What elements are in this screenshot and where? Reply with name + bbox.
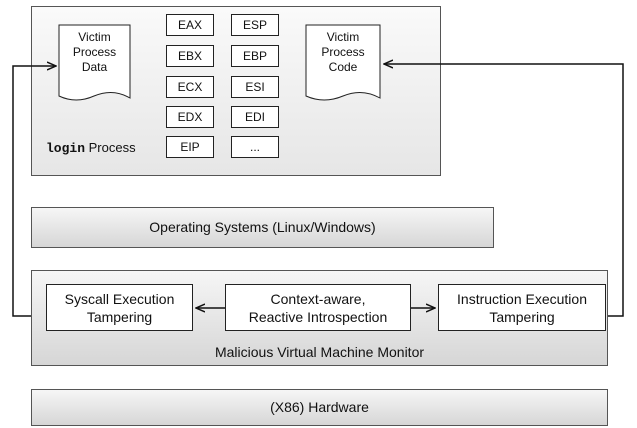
register-edx: EDX (166, 106, 214, 128)
register-esp: ESP (231, 14, 279, 36)
os-layer-box: Operating Systems (Linux/Windows) (31, 207, 494, 248)
hardware-layer-label: (X86) Hardware (270, 399, 369, 415)
instruction-execution-tampering-box: Instruction Execution Tampering (438, 284, 606, 331)
process-word: Process (88, 140, 136, 155)
login-process-label: login Process (46, 140, 136, 156)
register-eip: EIP (166, 136, 214, 158)
register-ecx: ECX (166, 76, 214, 98)
register-ebx: EBX (166, 45, 214, 67)
vmm-layer-label: Malicious Virtual Machine Monitor (214, 344, 425, 360)
os-layer-label: Operating Systems (Linux/Windows) (149, 219, 376, 235)
victim-process-data-label: Victim Process Data (72, 30, 117, 74)
login-keyword: login (46, 141, 86, 156)
victim-process-code-label: Victim Process Code (321, 30, 365, 74)
register-edi: EDI (231, 106, 279, 128)
register-ellipsis: ... (231, 136, 279, 158)
register-eax: EAX (166, 14, 214, 36)
register-esi: ESI (231, 76, 279, 98)
syscall-execution-tampering-box: Syscall Execution Tampering (46, 284, 193, 331)
context-aware-introspection-box: Context-aware, Reactive Introspection (225, 284, 411, 331)
register-ebp: EBP (231, 45, 279, 67)
hardware-layer-box: (X86) Hardware (31, 389, 608, 426)
